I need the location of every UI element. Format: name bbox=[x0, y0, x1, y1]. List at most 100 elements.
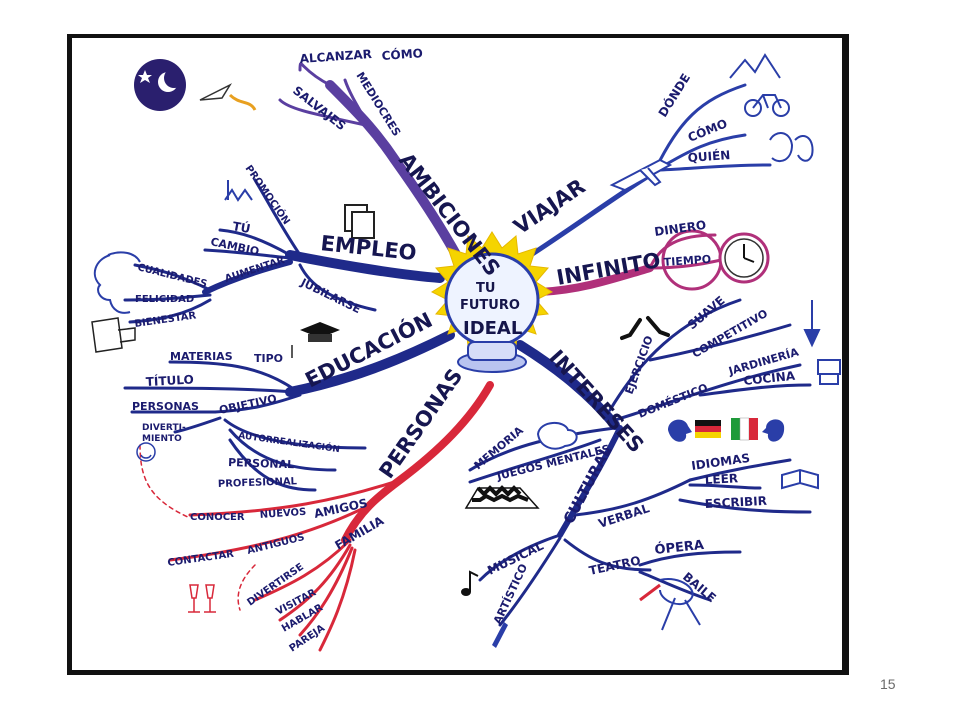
sub-tu: TÚ bbox=[231, 218, 251, 236]
sub-personal: PERSONAL bbox=[228, 456, 294, 471]
sub-cualidades: CUALIDADES bbox=[136, 262, 208, 290]
sub-materias: MATERIAS bbox=[170, 350, 233, 363]
empleo-sub-promocion bbox=[253, 178, 302, 257]
sub-donde: DÓNDE bbox=[655, 71, 693, 120]
ambiciones-sub-salvajes bbox=[278, 98, 367, 127]
frame-right-border bbox=[842, 34, 849, 674]
sub-objetivo: OBJETIVO bbox=[218, 392, 278, 417]
clock-icon bbox=[718, 232, 770, 284]
cultural-sub-opera bbox=[638, 550, 742, 567]
sub-opera: ÓPERA bbox=[654, 537, 705, 558]
educacion-branch bbox=[285, 330, 455, 397]
paintbrush-icon bbox=[492, 622, 508, 648]
educacion-sub-objetivo bbox=[213, 393, 302, 414]
sub-bienestar: BIENESTAR bbox=[134, 310, 197, 330]
sub-felicidad: FELICIDAD bbox=[135, 294, 194, 305]
viajar-sub-como bbox=[658, 133, 747, 170]
intereses-sub-competitivo bbox=[648, 323, 792, 362]
empleo-sub-cambio bbox=[203, 248, 292, 260]
educacion-sub-titulo bbox=[123, 386, 297, 394]
intereses-sub-cocina bbox=[698, 383, 812, 397]
icons bbox=[91, 53, 841, 648]
cultural-sub-idiomas bbox=[688, 458, 792, 482]
sub-labels: ALCANZAR CÓMO MEDIOCRES SALVAJES DÓNDE C… bbox=[132, 45, 801, 654]
cultural-sub-baile bbox=[638, 570, 712, 602]
sub-profesional: PROFESIONAL bbox=[218, 476, 298, 490]
face-icon bbox=[769, 132, 814, 163]
intereses-branch bbox=[515, 340, 620, 430]
sub-personas-edu: PERSONAS bbox=[132, 400, 199, 413]
educacion-sub-divertimiento bbox=[173, 416, 222, 434]
documents-icon bbox=[344, 204, 375, 239]
intereses-sub-juegos bbox=[468, 438, 602, 484]
sub-cocina: COCINA bbox=[743, 369, 796, 388]
champagne-glasses-icon bbox=[188, 584, 216, 613]
sub-jubilarse: JUBILARSE bbox=[298, 276, 363, 317]
empleo-branch bbox=[285, 250, 445, 283]
viajar-sub-donde bbox=[653, 83, 747, 172]
empleo-sub-jubilarse bbox=[298, 263, 377, 312]
legs-icon bbox=[620, 316, 670, 340]
empleo-sub-tu bbox=[218, 228, 292, 257]
moon-icon bbox=[134, 59, 186, 111]
music-note-icon bbox=[461, 570, 479, 596]
viajar-sub-quien bbox=[658, 163, 772, 172]
sub-leer: LEER bbox=[704, 471, 738, 487]
bicycle-icon bbox=[744, 94, 790, 117]
graduation-cap-icon bbox=[291, 322, 340, 358]
cultural-sub-verbal bbox=[573, 478, 692, 517]
ballerina-icon bbox=[639, 578, 701, 631]
personas-sub-pareja bbox=[318, 548, 357, 652]
sub-tipo: TIPO bbox=[254, 352, 283, 365]
personas-sub-amigos bbox=[188, 478, 402, 517]
educacion-sub-personal bbox=[228, 428, 337, 472]
intereses-sub-memoria bbox=[468, 426, 617, 472]
personas-dashed-arc bbox=[139, 444, 191, 519]
frame-top-border bbox=[67, 34, 849, 38]
sub-ejercicio: EJERCICIO bbox=[623, 334, 656, 396]
sub-teatro: TEATRO bbox=[588, 553, 642, 578]
empleo-sub-bienestar bbox=[128, 298, 212, 324]
cultural-sub-artistico bbox=[498, 536, 562, 627]
sub-nuevos: NUEVOS bbox=[259, 507, 306, 521]
airplane-icon bbox=[609, 158, 673, 192]
center-line-1: TU bbox=[476, 281, 495, 296]
personas-sub-divertirse bbox=[253, 538, 352, 602]
cloud-icon bbox=[536, 422, 578, 450]
ambiciones-sub-mediocres bbox=[343, 78, 382, 147]
frame-bottom-border bbox=[67, 670, 849, 675]
sub-mediocres: MEDIOCRES bbox=[353, 70, 403, 139]
sub-como-ambiciones: CÓMO bbox=[381, 45, 423, 63]
center-hub: TU FUTURO IDEAL bbox=[430, 231, 554, 373]
sub-escribir: ESCRIBIR bbox=[704, 494, 767, 511]
frame-left-border bbox=[67, 34, 72, 674]
sub-diverti: DIVERTI- bbox=[142, 423, 186, 433]
sub-tiempo: TIEMPO bbox=[663, 253, 711, 269]
branch-lines bbox=[123, 62, 812, 652]
cultural-sub-leer bbox=[688, 483, 762, 490]
empleo-sub-aumentar bbox=[202, 259, 293, 295]
center-line-3: IDEAL bbox=[463, 318, 522, 339]
infinito-branch bbox=[536, 264, 654, 296]
personas-sub-contactar bbox=[168, 503, 372, 562]
cultural-branch bbox=[557, 425, 623, 538]
empleo-sub-felicidad bbox=[123, 293, 212, 302]
sub-contactar: CONTACTAR bbox=[167, 549, 235, 569]
empleo-sub-cualidades bbox=[133, 263, 212, 292]
sub-alcanzar: ALCANZAR bbox=[299, 47, 372, 66]
label-viajar: VIAJAR bbox=[509, 174, 589, 239]
center-line-2: FUTURO bbox=[460, 298, 520, 313]
ambiciones-sub-alcanzar bbox=[298, 62, 332, 87]
page-number: 15 bbox=[880, 676, 896, 692]
sub-conocer: CONOCER bbox=[190, 512, 245, 523]
sub-promocion: PROMOCIÓN bbox=[243, 162, 294, 227]
rocket-icon bbox=[199, 83, 257, 111]
cultural-sub-teatro bbox=[563, 538, 652, 572]
personas-sub-visitar bbox=[278, 543, 352, 622]
cultural-sub-musical bbox=[478, 533, 562, 582]
intereses-sub-ejercicio bbox=[608, 298, 742, 412]
smiley-icon bbox=[136, 442, 156, 462]
mind-map: TU FUTURO IDEAL bbox=[91, 45, 841, 654]
sub-aumentar: AUMENTAR bbox=[224, 255, 287, 285]
